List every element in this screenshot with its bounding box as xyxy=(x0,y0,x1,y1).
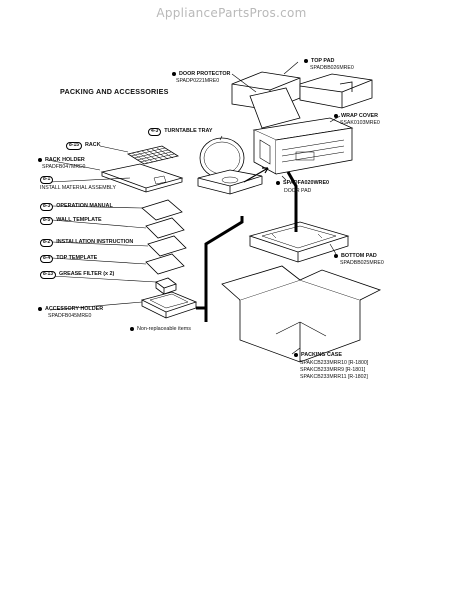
packing-case-label: PACKING CASE xyxy=(294,352,342,358)
install-assembly-label: INSTALL MATERIAL ASSEMBLY xyxy=(40,185,117,191)
diagram-title: PACKING AND ACCESSORIES xyxy=(60,87,169,96)
wall-template-shape xyxy=(145,217,185,239)
top-pad-code: SPADBB026MRE0 xyxy=(310,65,354,71)
ref-badge: 8-3 xyxy=(40,203,54,211)
bottom-pad-shape xyxy=(248,221,350,263)
packing-case-code-3: SPAKCB233MRR11 [R-1802] xyxy=(300,374,368,380)
bottom-pad-code: SPADBB025MRE0 xyxy=(340,260,384,266)
non-replaceable-dot xyxy=(38,157,42,162)
microwave-unit-shape xyxy=(252,117,354,175)
ref-badge: 4-3 xyxy=(148,128,162,136)
grease-filter-shape xyxy=(155,277,177,295)
non-replaceable-dot xyxy=(276,180,280,185)
bottom-pad-label: BOTTOM PAD xyxy=(334,253,377,259)
ref-badge: 8-5 xyxy=(40,217,54,225)
ref-badge: 8-15 xyxy=(66,142,83,150)
top-pad-label: TOP PAD xyxy=(304,58,334,64)
install-assembly-ref: 8-1 xyxy=(40,176,56,184)
operation-manual-shape xyxy=(141,199,183,221)
non-replaceable-dot xyxy=(334,253,338,258)
door-protector-shape xyxy=(249,87,301,129)
door-protector-code: SPADP0221MRE0 xyxy=(176,78,220,84)
packing-case-shape xyxy=(221,265,382,363)
non-replaceable-dot xyxy=(294,352,298,357)
installation-instruction-shape xyxy=(147,235,187,257)
door-pad-label: SPADFA020WRE0 xyxy=(276,180,329,186)
watermark: AppliancePartsPros.com xyxy=(156,6,307,20)
ref-badge: 8-13 xyxy=(40,271,57,279)
door-pad-shape xyxy=(197,169,263,195)
non-replaceable-dot xyxy=(172,71,176,76)
accessory-holder-shape xyxy=(140,291,198,319)
non-replaceable-dot xyxy=(38,306,42,311)
ref-badge: 8-4 xyxy=(40,255,54,263)
rack-holder-code: SPADFB047MRE0 xyxy=(42,164,86,170)
ref-badge: 8-1 xyxy=(40,176,54,184)
accessory-holder-code: SPADFB045MRE0 xyxy=(48,313,92,319)
legend-non-replaceable: Non-replaceable items xyxy=(130,326,191,332)
accessory-holder-label: ACCESSORY HOLDER xyxy=(38,306,103,312)
non-replaceable-dot xyxy=(334,113,338,118)
wrap-cover-code: SSAK0103MRE0 xyxy=(340,120,380,126)
door-protector-label: DOOR PROTECTOR xyxy=(172,71,230,77)
rack-shape xyxy=(126,145,180,165)
packing-case-code-2: SPAKCB233MRR9 [R-1801] xyxy=(300,367,366,373)
legend-dot xyxy=(130,326,134,331)
packing-case-code-1: SPAKCB233MRR10 [R-1800] xyxy=(300,360,369,366)
top-template-shape xyxy=(145,253,185,275)
ref-badge: 8-2 xyxy=(40,239,54,247)
non-replaceable-dot xyxy=(304,58,308,63)
door-pad-name: DOOR PAD xyxy=(284,188,312,194)
rack-holder-shape xyxy=(100,163,184,193)
rack-holder-label: RACK HOLDER xyxy=(38,157,85,163)
wrap-cover-label: WRAP COVER xyxy=(334,113,378,119)
